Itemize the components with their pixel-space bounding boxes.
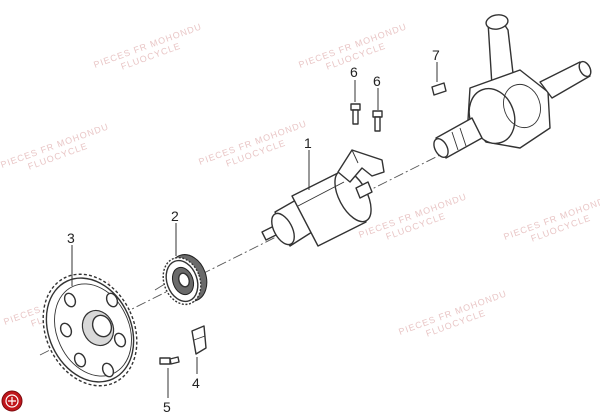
leader-lines [71,62,438,398]
bolt-shank [352,109,359,125]
motor-terminal [355,181,373,199]
gear-bore [91,314,113,338]
watermark: PIECES FR MOHONDU FLUOCYCLE [92,21,203,71]
bracket-icon [191,325,207,355]
gear-hole [63,292,77,308]
crank-pin [503,83,541,129]
callout-1: 1 [304,135,312,151]
motor-nose-face [271,212,295,246]
gear-hole [113,332,127,348]
callout-3: 3 [67,230,75,246]
woodruff-key-icon [431,82,447,96]
gear-hole [105,292,119,308]
watermark: PIECES FR MOHONDU FLUOCYCLE [502,193,600,243]
gear-hole [73,352,87,368]
watermark: PIECES FR MOHONDU FLUOCYCLE [0,121,110,171]
watermark-line1: PIECES FR MOHONDU [0,121,110,170]
watermark: PIECES FR MOHONDU FLUOCYCLE [397,288,508,338]
watermark: PIECES FR MOHONDU FLUOCYCLE [357,191,468,241]
callout-7: 7 [432,47,440,63]
bolt-shank [169,356,180,365]
callout-5: 5 [163,399,171,415]
crankshaft-left-end [433,138,449,158]
connecting-rod-small-end [485,14,509,30]
brand-logo-icon [1,390,23,412]
bolt-6b [372,110,383,132]
callout-6a: 6 [350,64,358,80]
gear-hole [59,322,73,338]
idler-gear [162,254,208,306]
bolt-shank [374,116,381,132]
motor-mount-bracket [337,149,385,183]
callout-2: 2 [171,208,179,224]
callout-6b: 6 [373,73,381,89]
bolt-icon [350,103,361,111]
motor-body-highlight [297,181,345,207]
crankshaft-right-end [578,60,592,78]
crankshaft-splines [451,127,467,151]
callout-4: 4 [192,375,200,391]
starter-clutch-gear [42,273,138,387]
motor-mount-edge [351,149,359,164]
bolt-icon [372,110,383,118]
callouts: 1 2 3 4 5 6 6 7 [67,47,440,415]
bolt-5 [159,356,180,365]
idler-gear-bore [178,272,190,288]
gear-hole [101,362,115,378]
bracket-fold [193,335,206,341]
woodruff-key [431,82,447,96]
bracket [191,325,207,355]
bolt-icon [159,357,171,365]
crankshaft [433,14,592,159]
watermark: PIECES FR MOHONDU FLUOCYCLE [197,118,308,168]
bolt-6a [350,103,361,125]
starter-motor [261,149,385,247]
